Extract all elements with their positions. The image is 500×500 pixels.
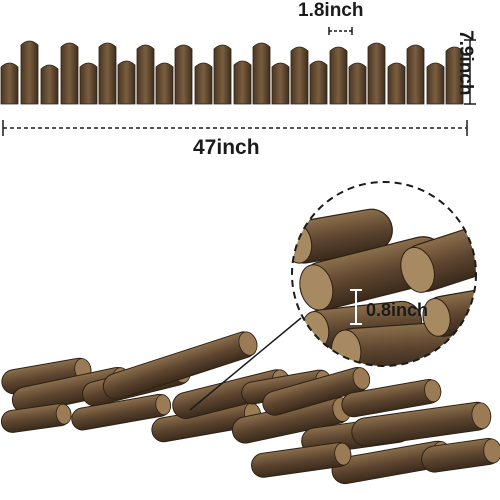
fence-picket (98, 42, 117, 105)
fence-picket (426, 62, 445, 105)
log-piece (421, 438, 500, 473)
length-label: 47inch (193, 136, 260, 159)
fence-picket (117, 60, 136, 105)
fence-picket (40, 64, 59, 105)
length-dimension-line (2, 120, 468, 136)
height-label: 7.9inch (455, 30, 476, 96)
fence-top-view (0, 40, 464, 105)
fence-picket (329, 46, 348, 105)
fence-picket (445, 46, 464, 105)
log-piece (251, 442, 352, 478)
fence-picket (136, 44, 155, 105)
fence-picket (174, 44, 193, 105)
zoom-detail-circle (291, 181, 477, 367)
log-piece (262, 367, 371, 416)
fence-picket (233, 60, 252, 105)
width-label: 1.8inch (298, 0, 364, 21)
fence-picket (271, 62, 290, 105)
fence-picket (0, 62, 19, 105)
fence-picket (60, 42, 79, 105)
log-piece (341, 379, 442, 418)
width-dimension-marker (328, 27, 353, 35)
log-piece (102, 331, 258, 400)
zoom-log-piece (292, 208, 393, 264)
log-piece (351, 401, 492, 447)
fence-picket (309, 60, 328, 105)
fence-picket (194, 62, 213, 105)
log-piece (0, 403, 72, 433)
fence-picket (213, 44, 232, 105)
log-piece (71, 393, 172, 431)
fence-picket (155, 62, 174, 105)
fence-picket (387, 62, 406, 105)
fence-picket (252, 42, 271, 105)
zoom-pointer-line (189, 317, 302, 411)
thickness-dimension-marker (350, 289, 362, 325)
fence-flexible-view (0, 331, 500, 485)
fence-picket (348, 62, 367, 105)
fence-picket (290, 46, 309, 105)
thickness-label: 0.8inch (366, 300, 429, 320)
zoom-log-piece (400, 223, 476, 293)
fence-picket (406, 44, 425, 105)
height-dimension-line (464, 39, 476, 105)
fence-picket (79, 62, 98, 105)
fence-picket (367, 42, 386, 105)
fence-picket (20, 40, 39, 105)
